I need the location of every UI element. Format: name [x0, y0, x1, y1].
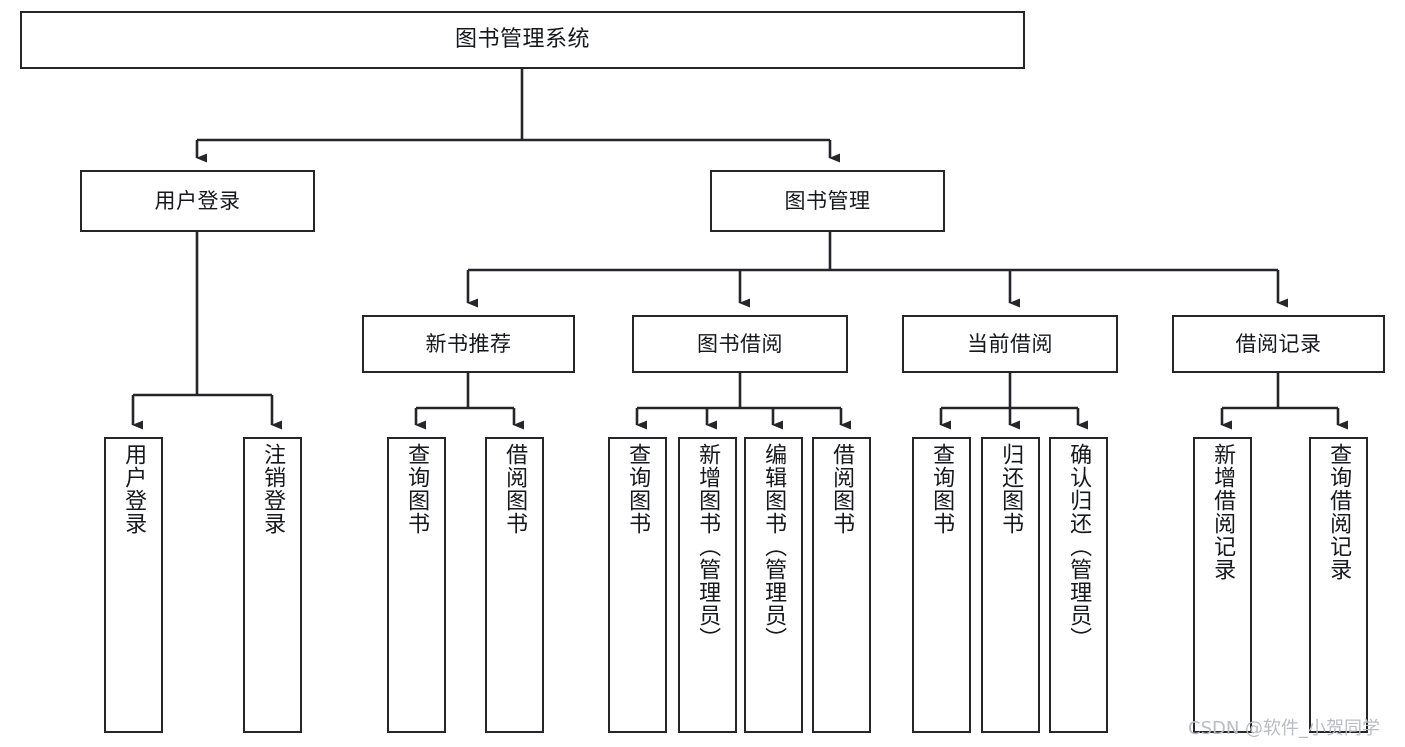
- node-label: 归还图书: [998, 443, 1024, 535]
- node-book-management[interactable]: 图书管理: [710, 170, 945, 232]
- node-new-book-recommend[interactable]: 新书推荐: [362, 315, 575, 373]
- node-label: 借阅记录: [1235, 331, 1322, 356]
- node-label: 编辑图书（管理员）: [761, 443, 787, 650]
- leaf-user-login-logout[interactable]: 注销登录: [243, 437, 302, 733]
- leaf-book-borrow-borrow-book[interactable]: 借阅图书: [812, 437, 871, 733]
- node-root-book-management-system[interactable]: 图书管理系统: [20, 11, 1025, 69]
- leaf-book-borrow-add-book-admin[interactable]: 新增图书（管理员）: [678, 437, 737, 733]
- leaf-new-book-query-book[interactable]: 查询图书: [387, 437, 446, 733]
- node-label: 注销登录: [260, 443, 286, 535]
- node-label: 借阅图书: [502, 443, 528, 535]
- node-label: 图书借阅: [697, 331, 783, 356]
- node-label: 图书管理: [784, 188, 871, 213]
- leaf-borrow-record-add-record[interactable]: 新增借阅记录: [1193, 437, 1252, 733]
- node-book-borrow[interactable]: 图书借阅: [632, 315, 848, 373]
- leaf-borrow-record-query-record[interactable]: 查询借阅记录: [1309, 437, 1368, 733]
- node-label: 查询图书: [404, 443, 430, 535]
- node-borrow-record[interactable]: 借阅记录: [1172, 315, 1385, 373]
- leaf-book-borrow-edit-book-admin[interactable]: 编辑图书（管理员）: [744, 437, 803, 733]
- node-user-login[interactable]: 用户登录: [80, 170, 315, 232]
- node-current-borrow[interactable]: 当前借阅: [902, 315, 1118, 373]
- node-label: 当前借阅: [967, 331, 1053, 356]
- node-label: 查询图书: [929, 443, 955, 535]
- node-label: 查询图书: [625, 443, 651, 535]
- node-label: 借阅图书: [829, 443, 855, 535]
- node-label: 图书管理系统: [454, 27, 590, 53]
- leaf-current-borrow-return-book[interactable]: 归还图书: [981, 437, 1040, 733]
- leaf-new-book-borrow-book[interactable]: 借阅图书: [485, 437, 544, 733]
- node-label: 用户登录: [154, 188, 241, 213]
- leaf-current-borrow-confirm-return-admin[interactable]: 确认归还（管理员）: [1049, 437, 1108, 733]
- leaf-current-borrow-query-book[interactable]: 查询图书: [912, 437, 971, 733]
- node-label: 用户登录: [121, 443, 147, 535]
- node-label: 新增借阅记录: [1210, 443, 1236, 581]
- node-label: 查询借阅记录: [1326, 443, 1352, 581]
- leaf-book-borrow-query-book[interactable]: 查询图书: [608, 437, 667, 733]
- leaf-user-login-login[interactable]: 用户登录: [104, 437, 163, 733]
- node-label: 新书推荐: [425, 331, 512, 356]
- node-label: 新增图书（管理员）: [695, 443, 721, 650]
- node-label: 确认归还（管理员）: [1066, 443, 1092, 650]
